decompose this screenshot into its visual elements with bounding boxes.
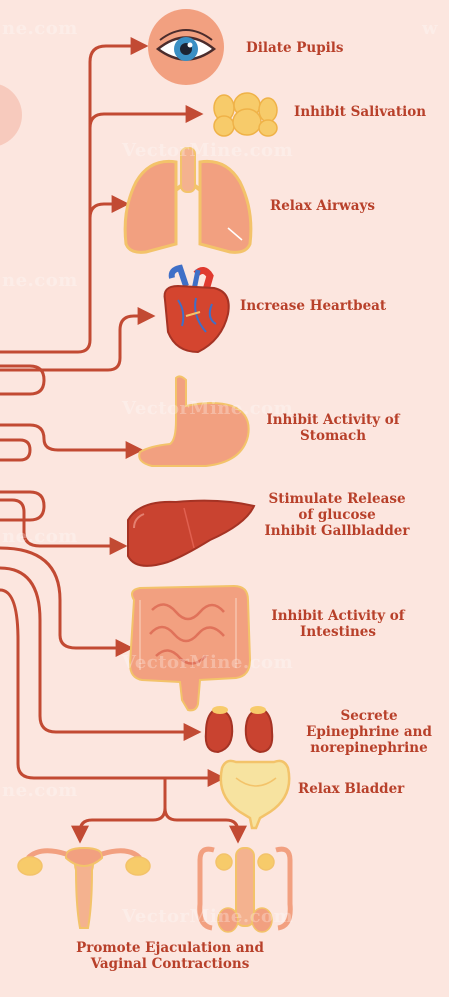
label-inhibit-salivation: Inhibit Salivation [294,104,426,120]
liver-illustration [128,501,254,566]
watermark-brand: VectorMine.com [122,906,293,927]
watermark-brand: VectorMine.com [122,652,293,673]
connector-to-lungs [90,204,126,218]
label-secrete-line-3: norepinephrine [296,740,442,756]
label-inhibit-stomach: Inhibit Activity of Stomach [258,412,408,444]
label-secrete-line-1: Secrete [296,708,442,724]
label-gallbladder-line: Inhibit Gallbladder [256,523,418,539]
watermark-partial-left: ne.com [2,18,78,39]
label-secrete-epinephrine: Secrete Epinephrine and norepinephrine [296,708,442,756]
background-shape [0,83,22,147]
salivary-glands-illustration [214,93,277,136]
label-increase-heartbeat: Increase Heartbeat [240,298,386,314]
watermark-partial-right: w [422,18,438,39]
label-reproductive: Promote Ejaculation and Vaginal Contract… [54,940,286,972]
lungs-illustration [125,148,251,252]
label-reproductive-line-2: Vaginal Contractions [54,956,286,972]
watermark-partial-left: ne.com [2,526,78,547]
label-glucose-gallbladder: Stimulate Release of glucose Inhibit Gal… [256,491,418,539]
connector-to-salivary [90,114,200,128]
kidneys-illustration [206,706,273,752]
label-glucose-line-1: Stimulate Release [256,491,418,507]
label-inhibit-stomach-line-2: Stomach [258,428,408,444]
connector-to-male [165,808,238,840]
connector-reproductive-split [80,778,165,840]
watermark-partial-left: ne.com [2,780,78,801]
watermark-brand: VectorMine.com [122,140,293,161]
heart-illustration [165,268,229,352]
label-relax-bladder: Relax Bladder [298,781,404,797]
connector-to-intestines [0,548,130,648]
label-inhibit-intestines-line-1: Inhibit Activity of [263,608,413,624]
label-reproductive-line-1: Promote Ejaculation and [54,940,286,956]
label-inhibit-intestines: Inhibit Activity of Intestines [263,608,413,640]
label-dilate-pupils: Dilate Pupils [246,40,344,56]
label-inhibit-stomach-line-1: Inhibit Activity of [258,412,408,428]
label-relax-airways: Relax Airways [270,198,375,214]
intestines-illustration [130,586,250,710]
stomach-illustration [139,376,248,466]
connector-to-heart [0,316,152,370]
eye-illustration [148,9,224,85]
connector-to-eye [0,46,145,352]
label-glucose-line-2: of glucose [256,507,418,523]
label-secrete-line-2: Epinephrine and [296,724,442,740]
connector-to-stomach [0,425,140,450]
loop-2 [0,440,30,460]
bladder-illustration [221,761,289,828]
watermark-partial-left: ne.com [2,270,78,291]
label-inhibit-intestines-line-2: Intestines [263,624,413,640]
